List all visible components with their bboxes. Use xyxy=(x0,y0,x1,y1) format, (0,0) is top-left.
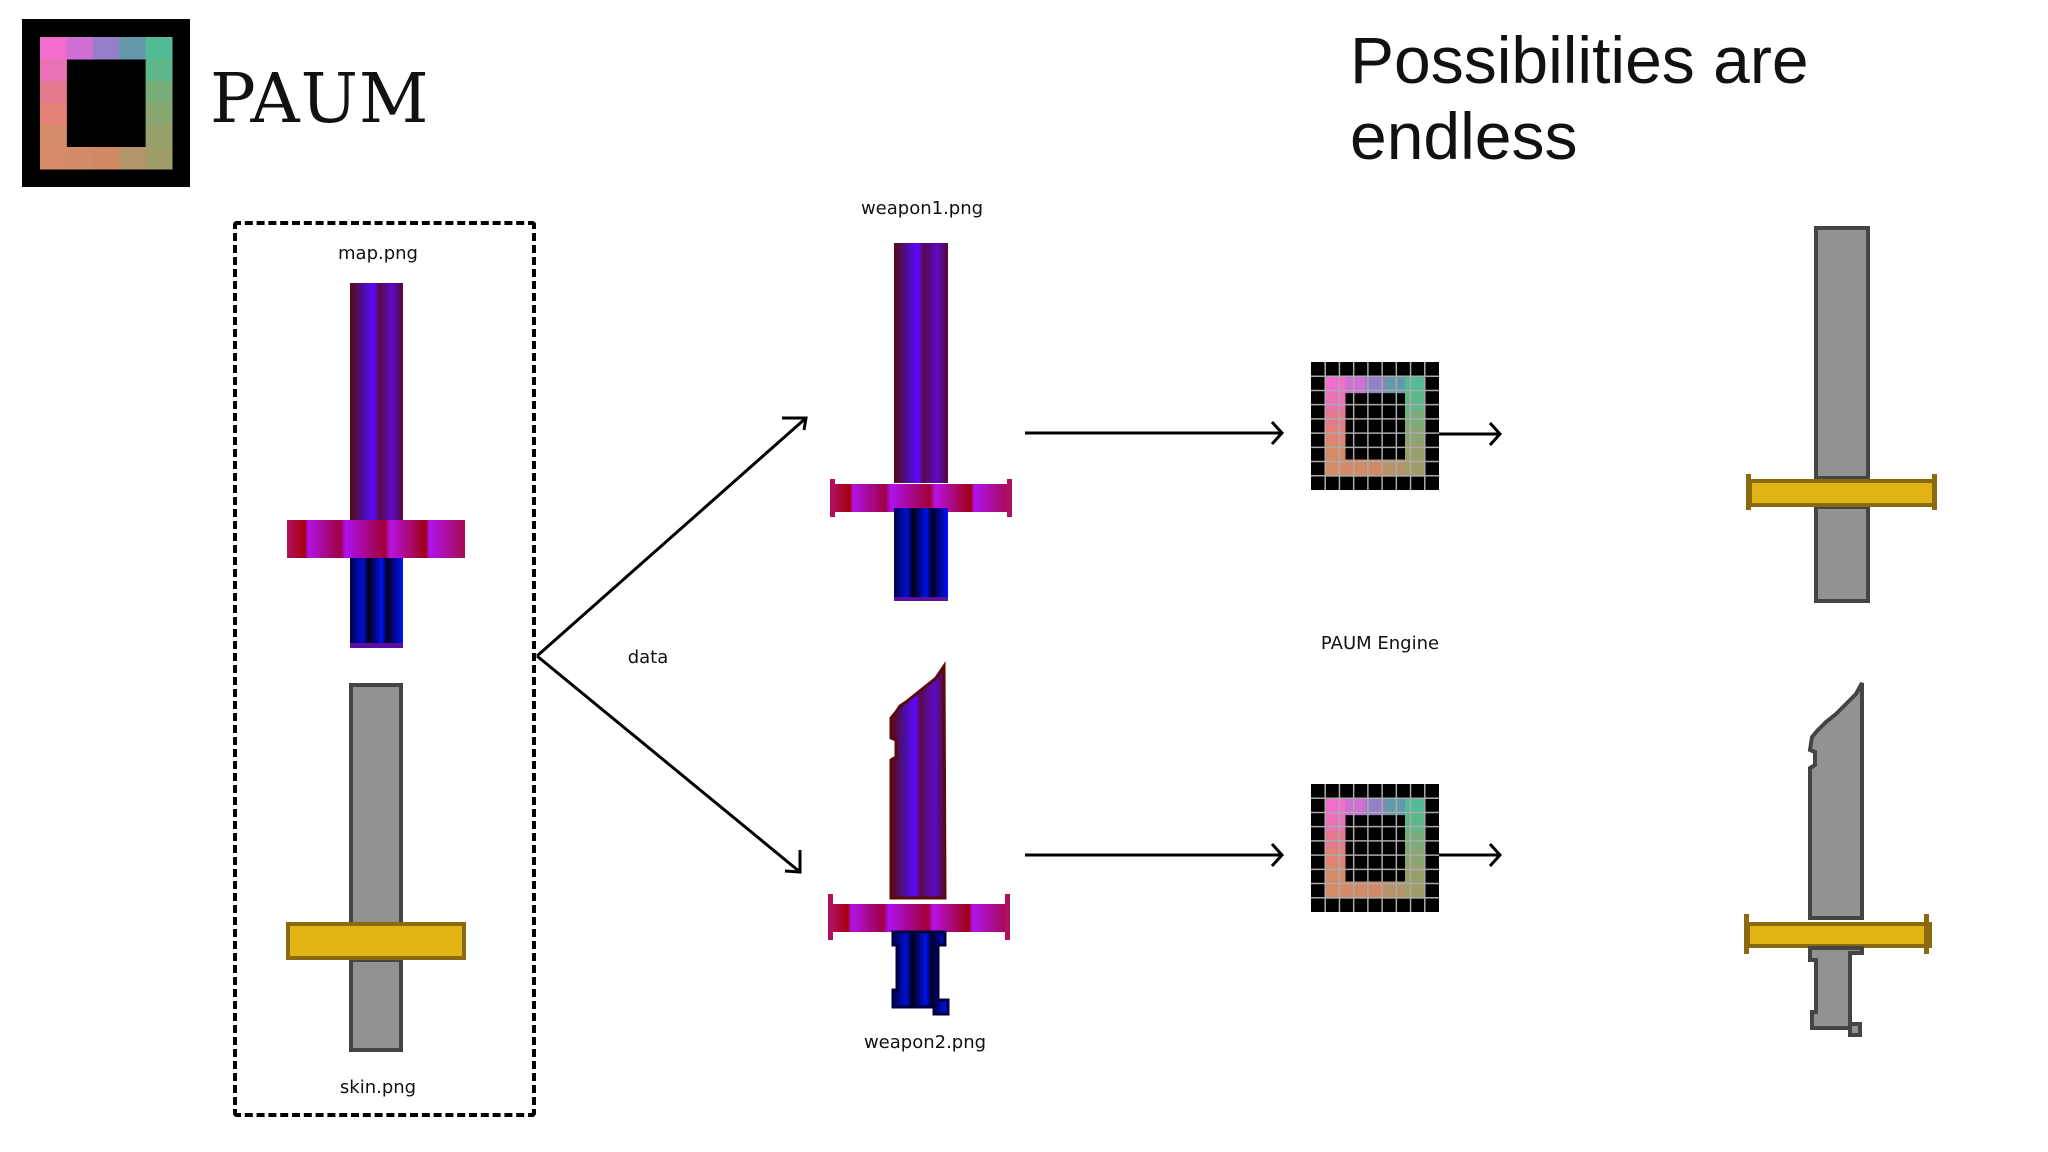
output-sword-2 xyxy=(1744,682,1932,1037)
engine-ring-cell xyxy=(1385,459,1406,477)
engine-ring-cell xyxy=(1325,409,1346,427)
engine-ring-cell xyxy=(1405,848,1426,866)
engine-ring-cell xyxy=(1325,881,1346,899)
arrow-to-weapon2 xyxy=(536,654,801,874)
paum-logo xyxy=(22,19,190,187)
input-group-box xyxy=(233,221,536,1117)
logo-ring-cell xyxy=(40,103,67,126)
logo-ring-icon xyxy=(40,37,173,170)
weapon2-image xyxy=(828,661,1010,1016)
engine-ring-cell xyxy=(1385,881,1406,899)
logo-ring-cell xyxy=(40,125,67,148)
data-arrows xyxy=(536,416,808,874)
logo-ring-cell xyxy=(145,37,173,60)
map-blade xyxy=(350,283,403,521)
logo-ring-cell xyxy=(92,37,120,60)
engine-ring-cell xyxy=(1405,426,1426,444)
engine-ring-cell xyxy=(1405,409,1426,427)
logo-ring-cell xyxy=(40,37,67,60)
logo-ring-cell xyxy=(66,37,94,60)
engine-ring-cell xyxy=(1325,814,1346,832)
engine-ring-cell xyxy=(1345,881,1366,899)
tagline: Possibilities are endless xyxy=(1350,23,1809,173)
engine-ring-cell xyxy=(1325,848,1346,866)
engine-ring-cell xyxy=(1325,442,1346,460)
logo-ring-cell xyxy=(145,103,173,126)
engine-ring-cell xyxy=(1385,376,1406,394)
logo-ring-cell xyxy=(40,81,67,104)
map-sword-image xyxy=(287,283,465,648)
skin-sword-image xyxy=(286,683,466,1052)
map-label: map.png xyxy=(338,243,418,264)
engine-ring-cell xyxy=(1345,376,1366,394)
engine-ring-cell xyxy=(1325,798,1346,816)
engine-ring-cell xyxy=(1405,831,1426,849)
engine-ring-cell xyxy=(1325,392,1346,410)
weapon1-label: weapon1.png xyxy=(860,198,984,219)
logo-ring-cell xyxy=(40,59,67,82)
engine-ring-cell xyxy=(1385,798,1406,816)
logo-ring-cell xyxy=(145,125,173,148)
engine-label: PAUM Engine xyxy=(1320,633,1440,654)
engine-ring-cell xyxy=(1405,864,1426,882)
engine-ring-cell xyxy=(1405,814,1426,832)
weapon1-image xyxy=(830,243,1012,601)
engine-ring-cell xyxy=(1405,392,1426,410)
data-label: data xyxy=(627,647,669,668)
arrow-to-weapon1 xyxy=(536,416,807,658)
brand-name: PAUM xyxy=(210,60,430,139)
engine-ring-cell xyxy=(1345,459,1366,477)
engine-ring-cell xyxy=(1365,881,1386,899)
engine-ring-cell xyxy=(1405,442,1426,460)
engine-ring-cell xyxy=(1325,426,1346,444)
logo-ring-cell xyxy=(119,37,147,60)
logo-ring-cell xyxy=(66,147,94,170)
map-grip xyxy=(350,558,403,648)
engine-ring-cell xyxy=(1325,376,1346,394)
skin-label: skin.png xyxy=(339,1077,417,1098)
logo-ring-cell xyxy=(40,147,67,170)
paum-engine-icon-bottom xyxy=(1311,784,1439,912)
logo-ring-cell xyxy=(92,147,120,170)
engine-ring-cell xyxy=(1365,376,1386,394)
logo-ring-cell xyxy=(145,81,173,104)
logo-ring-cell xyxy=(145,59,173,82)
logo-ring-cell xyxy=(145,147,173,170)
engine-ring-cell xyxy=(1365,459,1386,477)
engine-ring-cell xyxy=(1365,798,1386,816)
paum-engine-icon-top xyxy=(1311,362,1439,490)
engine-ring-cell xyxy=(1325,831,1346,849)
engine-ring-cell xyxy=(1325,864,1346,882)
output-sword-1 xyxy=(1746,226,1937,603)
map-guard xyxy=(287,520,465,558)
engine-ring-cell xyxy=(1345,798,1366,816)
logo-ring-cell xyxy=(119,147,147,170)
engine-ring-cell xyxy=(1325,459,1346,477)
weapon2-label: weapon2.png xyxy=(863,1032,987,1053)
